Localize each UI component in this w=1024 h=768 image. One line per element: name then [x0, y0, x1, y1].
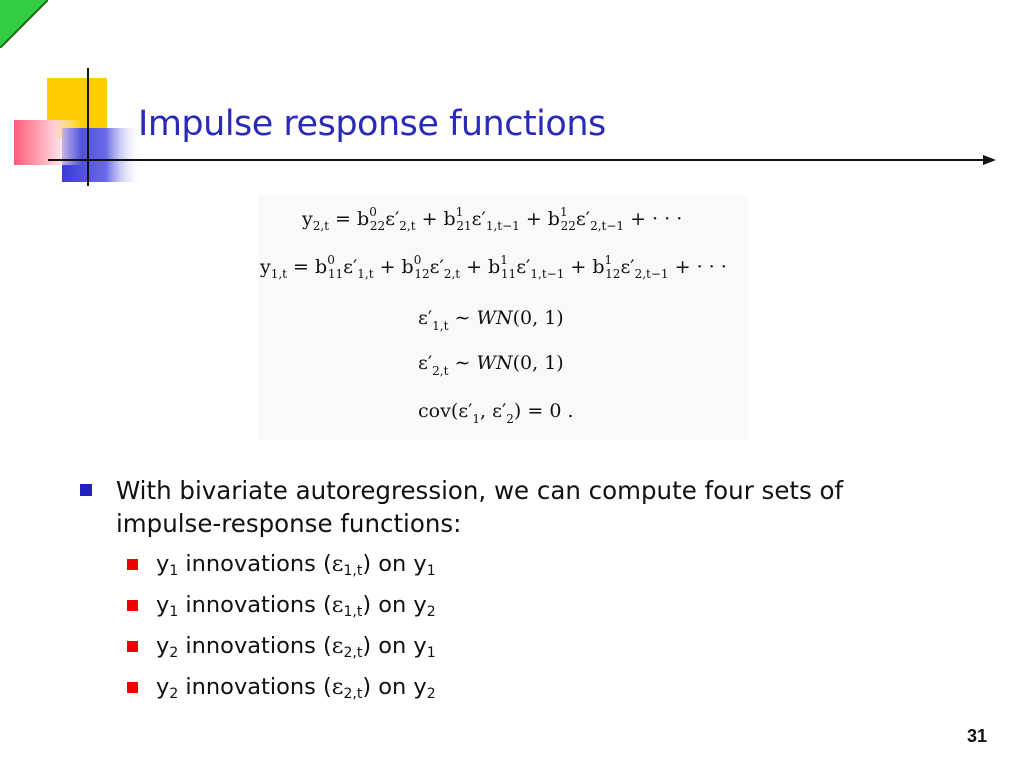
square-bullet-icon: [127, 641, 138, 652]
sub-bullet-item: y1 innovations (ε1,t) on y2: [80, 585, 900, 626]
square-bullet-icon: [80, 484, 92, 496]
main-bullet-text: With bivariate autoregression, we can co…: [116, 476, 844, 538]
bullet-list: With bivariate autoregression, we can co…: [80, 474, 900, 708]
sub-bullet-item: y2 innovations (ε2,t) on y2: [80, 667, 900, 708]
equation-5: cov(ε′1, ε′2) = 0 .: [418, 400, 574, 426]
slide-title: Impulse response functions: [138, 104, 606, 144]
title-decoration: [14, 68, 142, 186]
equation-3: ε′1,t ∼ WN(0, 1): [418, 307, 564, 333]
square-bullet-icon: [127, 600, 138, 611]
sub-bullet-item: y1 innovations (ε1,t) on y1: [80, 544, 900, 585]
page-number: 31: [966, 726, 987, 746]
square-bullet-icon: [127, 559, 138, 570]
corner-triangle: [0, 0, 48, 48]
main-bullet: With bivariate autoregression, we can co…: [80, 474, 900, 540]
title-underline-arrow: [48, 155, 996, 165]
equation-4: ε′2,t ∼ WN(0, 1): [418, 352, 564, 378]
square-bullet-icon: [127, 682, 138, 693]
sub-bullet-item: y2 innovations (ε2,t) on y1: [80, 626, 900, 667]
sub-bullet-list: y1 innovations (ε1,t) on y1 y1 innovatio…: [80, 544, 900, 708]
